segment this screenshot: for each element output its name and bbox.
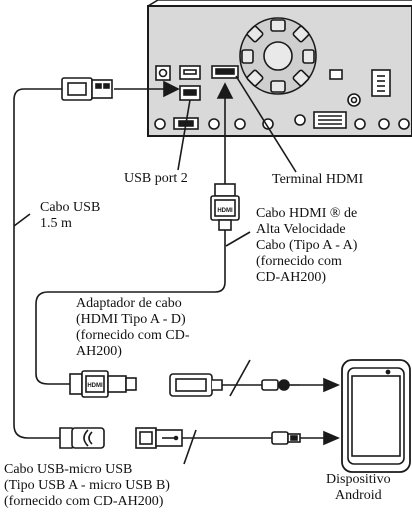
hdmi-logo: HDMI xyxy=(217,208,233,214)
usb-a-plug-bottom xyxy=(59,427,183,449)
label-cabo-hdmi: Cabo HDMI ® de Alta Velocidade Cabo (Tip… xyxy=(256,206,358,285)
head-unit-rear-panel xyxy=(147,0,412,137)
hdmi-cable-line xyxy=(35,230,226,385)
label-adaptador: Adaptador de cabo (HDMI Tipo A - D) (for… xyxy=(76,296,190,359)
label-usb-port-2: USB port 2 xyxy=(124,171,188,186)
usb-a-plug-top xyxy=(61,77,113,101)
fan-vent-icon xyxy=(239,17,317,95)
android-device xyxy=(341,359,411,473)
label-cabo-usb: Cabo USB 1.5 m xyxy=(40,200,101,231)
hdmi-plug-vertical xyxy=(210,183,240,231)
label-terminal-hdmi: Terminal HDMI xyxy=(272,172,364,187)
usb-cable-line xyxy=(13,88,62,439)
hdmi-logo-adapter: HDMI xyxy=(87,383,103,389)
micro-hdmi-plug xyxy=(261,379,300,391)
label-cabo-usb-micro: Cabo USB-micro USB (Tipo USB A - micro U… xyxy=(4,462,170,509)
hdmi-adapter-a-d xyxy=(169,373,223,397)
hdmi-plug-horizontal xyxy=(69,370,137,398)
micro-usb-plug xyxy=(271,431,301,445)
label-dispositivo-android: Dispositivo Android xyxy=(326,472,391,503)
